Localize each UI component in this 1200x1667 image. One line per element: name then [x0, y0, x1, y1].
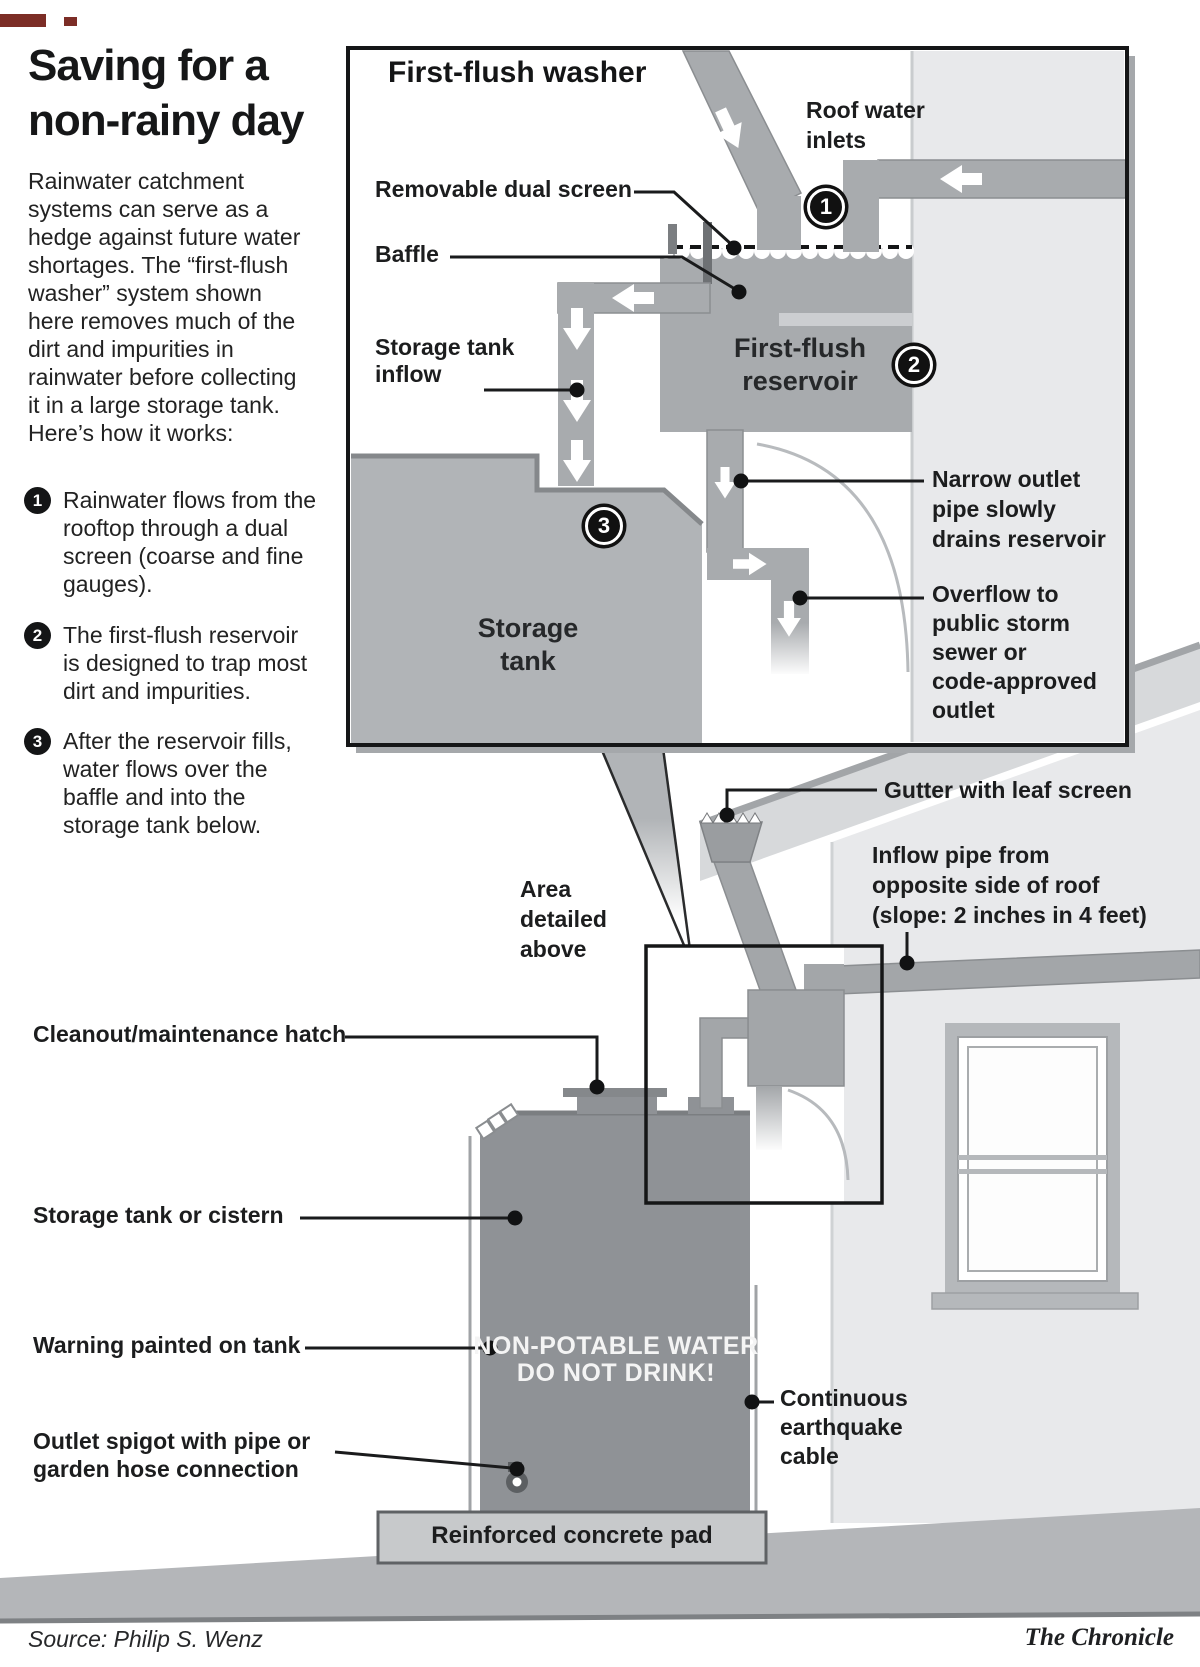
label-roof-inlets: Roof water inlets [806, 97, 925, 153]
label-area-detailed: Area detailed above [520, 876, 607, 962]
label-pad: Reinforced concrete pad [431, 1522, 713, 1549]
tank-ladder-hatch [474, 1102, 520, 1141]
step-item-1: 1 Rainwater flows from the rooftop throu… [24, 486, 354, 598]
inflow-elbow [804, 964, 844, 994]
roof-inlet-pipe-right [877, 159, 1128, 199]
step-1-badge: 1 [24, 487, 51, 514]
callout-wedge [601, 748, 690, 946]
mini-reservoir [747, 989, 845, 1087]
scan-mark [0, 14, 46, 27]
scan-mark [64, 17, 77, 26]
step-3-text: After the reservoir fills, water flows o… [63, 728, 292, 838]
tank-warning-text: NON-POTABLE WATER DO NOT DRINK! [473, 1332, 759, 1387]
diagram-badge-1: 1 [807, 188, 845, 226]
detail-box-title: First-flush washer [388, 56, 647, 89]
detail-box [346, 46, 1135, 753]
label-first-flush-reservoir: First-flush reservoir [734, 333, 866, 396]
label-storage-tank: Storage tank [477, 613, 579, 676]
box-leader-lines [450, 190, 924, 600]
box-storage-tank [351, 456, 702, 744]
diagram-badge-2: 2 [895, 346, 933, 384]
label-overflow: Overflow to public storm sewer or code-a… [932, 581, 1097, 723]
label-spigot: Outlet spigot with pipe or garden hose c… [33, 1428, 311, 1482]
intro-paragraph: Rainwater catchment systems can serve as… [28, 168, 301, 446]
publication-credit: The Chronicle [1024, 1624, 1174, 1651]
scene-leader-dots [482, 807, 915, 1477]
label-storage-inflow: Storage tank inflow [375, 334, 515, 387]
house-scene [0, 641, 1200, 1624]
concrete-pad [376, 1510, 768, 1565]
source-credit: Source: Philip S. Wenz [28, 1626, 263, 1652]
label-narrow-outlet: Narrow outlet pipe slowly drains reservo… [932, 466, 1106, 552]
step-item-2: 2 The first-flush reservoir is designed … [24, 621, 354, 705]
roof-inlet-pipe-diagonal [681, 50, 803, 216]
ground-rule [0, 1611, 1200, 1624]
area-box-border [644, 944, 884, 1205]
step-1-text: Rainwater flows from the rooftop through… [63, 487, 317, 597]
cleanout-hatch [563, 1088, 667, 1097]
label-cistern: Storage tank or cistern [33, 1202, 284, 1228]
first-flush-reservoir [660, 248, 912, 432]
label-cleanout: Cleanout/maintenance hatch [33, 1021, 347, 1047]
box-pipes [557, 50, 1128, 580]
box-leader-dots [569, 240, 808, 606]
scene-leader-lines [300, 788, 909, 1470]
step-2-text: The first-flush reservoir is designed to… [63, 622, 308, 704]
label-baffle: Baffle [375, 241, 439, 267]
label-removable-screen: Removable dual screen [375, 176, 632, 202]
label-inflow-pipe: Inflow pipe from opposite side of roof (… [872, 842, 1147, 928]
label-gutter: Gutter with leaf screen [884, 777, 1132, 803]
label-warning: Warning painted on tank [33, 1332, 301, 1358]
label-cable: Continuous earthquake cable [780, 1385, 908, 1469]
step-item-3: 3 After the reservoir fills, water flows… [24, 727, 354, 839]
storage-tank-cistern [474, 1088, 750, 1512]
arc-line [756, 442, 910, 673]
window [931, 1023, 1139, 1310]
screen-support [668, 224, 677, 254]
step-3-badge: 3 [24, 728, 51, 755]
mini-overflow-stub [756, 1086, 782, 1150]
baffle-plate [703, 222, 712, 284]
tank-feed-pipe [699, 1017, 749, 1109]
window-sill [931, 1292, 1139, 1310]
page-title: Saving for a non-rainy day [28, 41, 304, 145]
box-border [346, 46, 1129, 747]
diagram-badge-3: 3 [585, 507, 623, 545]
step-2-badge: 2 [24, 622, 51, 649]
